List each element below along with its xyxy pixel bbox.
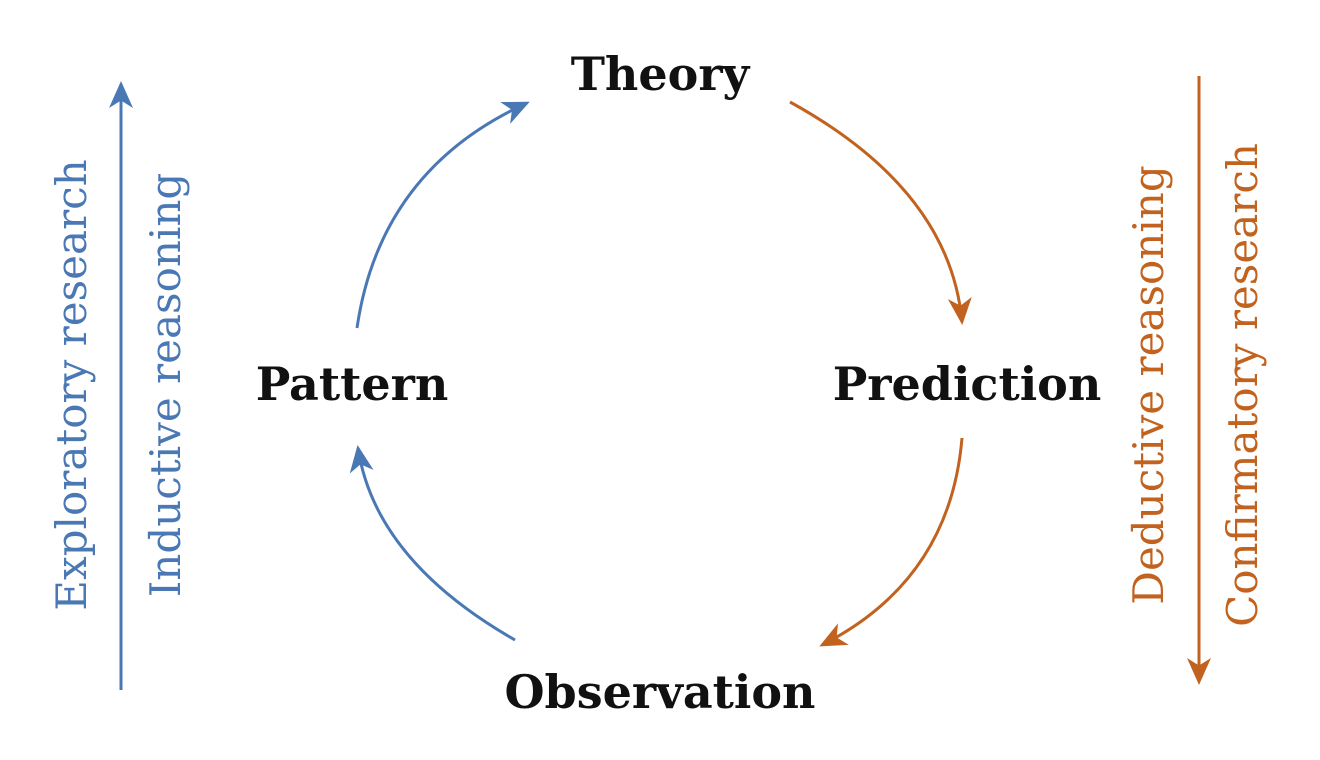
arrow-prediction-to-observation	[819, 437, 964, 647]
inductive-reasoning-label: Inductive reasoning	[141, 173, 190, 598]
confirmatory-research-label: Confirmatory research	[1218, 143, 1267, 627]
arrow-observation-to-pattern	[349, 445, 516, 642]
deductive-reasoning-label: Deductive reasoning	[1124, 165, 1173, 604]
node-theory: Theory	[571, 47, 751, 101]
node-observation: Observation	[504, 665, 815, 719]
arrow-pattern-to-theory	[355, 101, 530, 329]
node-pattern: Pattern	[256, 357, 449, 411]
exploratory-research-label: Exploratory research	[47, 159, 96, 610]
node-prediction: Prediction	[833, 357, 1102, 411]
arrow-theory-to-prediction	[789, 100, 972, 325]
